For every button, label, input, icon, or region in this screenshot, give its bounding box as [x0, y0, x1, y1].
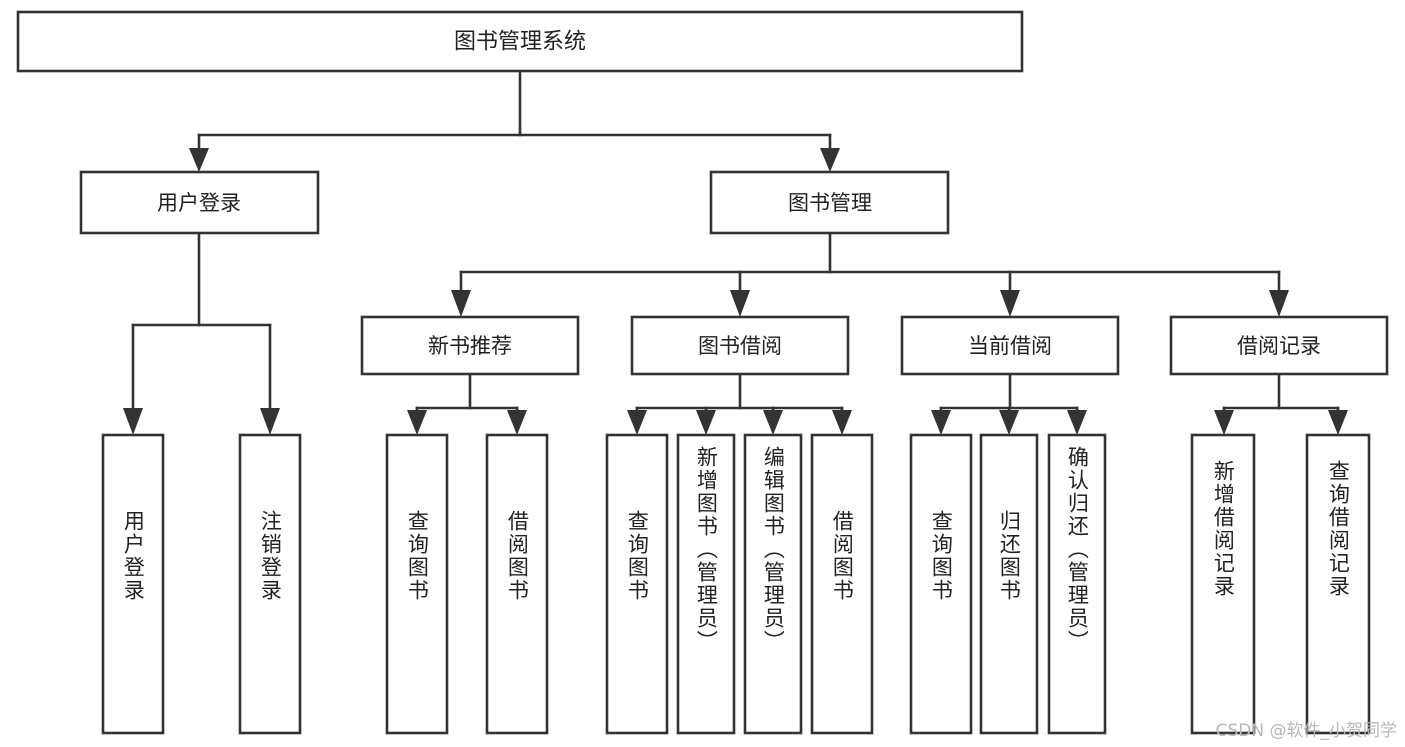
arrowhead-leaf-book-borrow-1	[627, 410, 647, 435]
arrowhead-leaf-borrow-record-2	[1328, 410, 1348, 435]
leaf-box-borrow-record-1[interactable]	[1190, 433, 1256, 735]
leaf-box-book-borrow-2[interactable]	[676, 433, 736, 735]
node-current-borrow-label: 当前借阅	[968, 334, 1052, 358]
node-current-borrow-box[interactable]	[900, 315, 1120, 376]
node-root-label: 图书管理系统	[454, 30, 586, 55]
node-borrow-record-box[interactable]	[1169, 315, 1389, 376]
arrowhead-leaf-book-borrow-4	[832, 410, 852, 435]
leaf-box-user-login-2[interactable]	[238, 433, 302, 735]
connector-group-book-mgmt	[451, 231, 1289, 317]
node-borrow-record-label: 借阅记录	[1237, 334, 1321, 358]
node-book-borrow[interactable]: 图书借阅	[630, 315, 850, 376]
arrowhead-new-book	[451, 290, 471, 317]
arrowhead-leaf-borrow-record-1	[1214, 410, 1234, 435]
leaf-box-current-borrow-3[interactable]	[1047, 433, 1107, 735]
node-new-book[interactable]: 新书推荐	[360, 315, 580, 376]
arrowhead-leaf-user-login-1	[123, 408, 143, 435]
connector-group-borrow-record	[1214, 372, 1348, 435]
leaf-box-new-book-1[interactable]	[385, 433, 449, 735]
arrowhead-leaf-user-login-2	[260, 408, 280, 435]
leaf-box-book-borrow-4[interactable]	[810, 433, 874, 735]
arrowhead-user-login	[189, 148, 209, 172]
node-user-login-label: 用户登录	[157, 191, 241, 215]
arrowhead-current-borrow	[1000, 290, 1020, 317]
arrowhead-borrow-record	[1269, 290, 1289, 317]
arrowhead-leaf-new-book-1	[407, 410, 427, 435]
connector-group-new-book	[407, 372, 527, 435]
leaf-box-current-borrow-1[interactable]	[909, 433, 973, 735]
connector-group-current-borrow	[931, 372, 1087, 435]
leaf-box-borrow-record-2[interactable]	[1305, 433, 1371, 735]
leaf-box-book-borrow-1[interactable]	[605, 433, 669, 735]
arrowhead-leaf-book-borrow-3	[763, 410, 783, 435]
arrowhead-leaf-book-borrow-2	[696, 410, 716, 435]
watermark-text: CSDN @软件_小贺同学	[1215, 721, 1397, 741]
node-book-mgmt[interactable]: 图书管理	[709, 170, 950, 235]
arrowhead-book-borrow	[730, 290, 750, 317]
node-current-borrow[interactable]: 当前借阅	[900, 315, 1120, 376]
leaf-box-user-login-1[interactable]	[101, 433, 165, 735]
connector-group-user-login	[123, 231, 280, 435]
leaf-box-current-borrow-2[interactable]	[979, 433, 1039, 735]
arrowhead-book-mgmt	[820, 148, 840, 172]
node-new-book-box[interactable]	[360, 315, 580, 376]
node-new-book-label: 新书推荐	[428, 334, 512, 358]
connector-group-root	[189, 69, 840, 172]
leaf-box-book-borrow-3[interactable]	[743, 433, 803, 735]
node-book-mgmt-label: 图书管理	[788, 191, 872, 215]
node-root[interactable]: 图书管理系统	[16, 10, 1024, 73]
node-book-borrow-label: 图书借阅	[698, 334, 782, 358]
arrowhead-leaf-current-borrow-3	[1067, 410, 1087, 435]
node-user-login-box[interactable]	[79, 170, 320, 235]
node-book-borrow-box[interactable]	[630, 315, 850, 376]
leaf-box-new-book-2[interactable]	[485, 433, 549, 735]
node-user-login[interactable]: 用户登录	[79, 170, 320, 235]
arrowhead-leaf-current-borrow-2	[999, 410, 1019, 435]
node-book-mgmt-box[interactable]	[709, 170, 950, 235]
node-borrow-record[interactable]: 借阅记录	[1169, 315, 1389, 376]
connector-group-book-borrow	[627, 372, 852, 435]
node-root-box[interactable]	[16, 10, 1024, 73]
arrowhead-leaf-current-borrow-1	[931, 410, 951, 435]
arrowhead-leaf-new-book-2	[507, 410, 527, 435]
